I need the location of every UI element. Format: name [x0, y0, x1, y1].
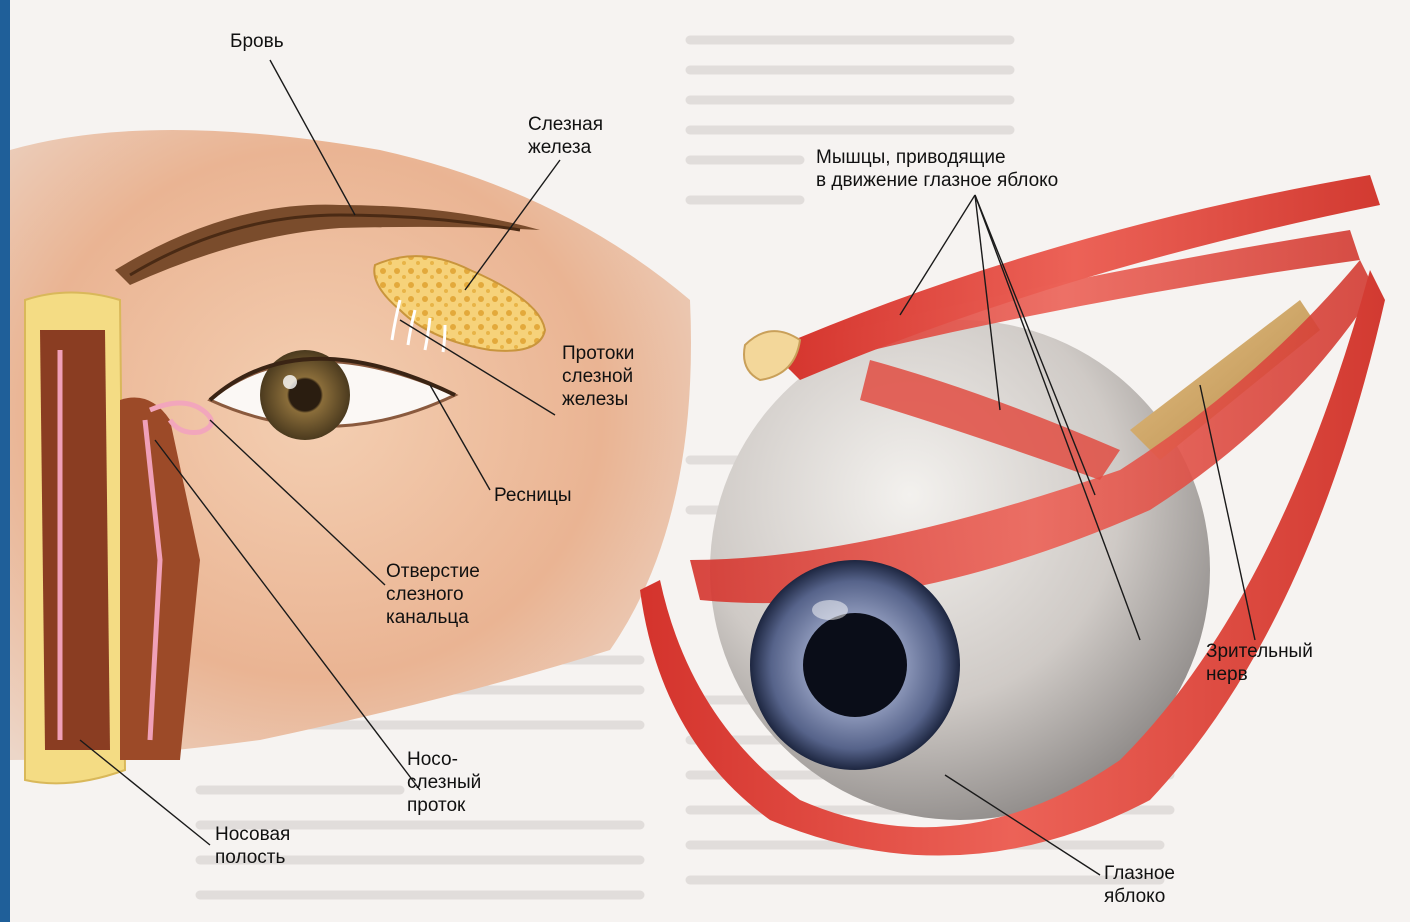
- label-eyeball: Глазное яблоко: [1104, 862, 1175, 908]
- label-lacrimal-gland: Слезная железа: [528, 113, 603, 159]
- label-nasal-cavity: Носовая полость: [215, 823, 290, 869]
- label-eye-muscles: Мышцы, приводящие в движение глазное ябл…: [816, 146, 1058, 192]
- label-optic-nerve: Зрительный нерв: [1206, 640, 1313, 686]
- label-eyelashes: Ресницы: [494, 484, 572, 507]
- label-nasolacrimal-duct: Носо- слезный проток: [407, 748, 481, 817]
- eyeball-pupil: [803, 613, 907, 717]
- label-gland-ducts: Протоки слезной железы: [562, 342, 634, 411]
- left-frame: [0, 0, 10, 922]
- nasal-cavity: [40, 330, 110, 750]
- label-brow: Бровь: [230, 30, 284, 53]
- label-canaliculus-opening: Отверстие слезного канальца: [386, 560, 480, 629]
